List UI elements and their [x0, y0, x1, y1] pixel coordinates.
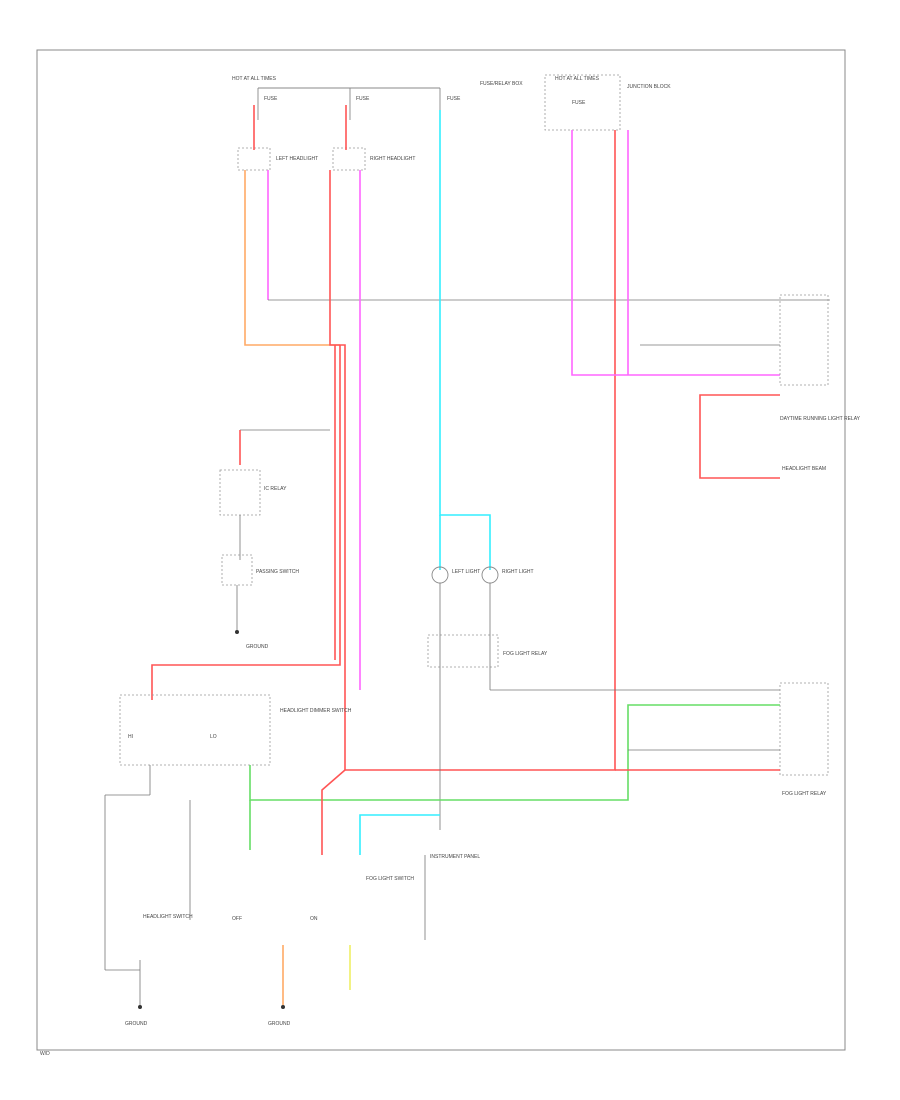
- on-label: ON: [310, 916, 318, 922]
- daytime-relay-box: [779, 294, 829, 386]
- left-headlight-box: [237, 147, 271, 171]
- fuse-label-2: FUSE: [356, 96, 370, 102]
- corner-tag: W/D: [40, 1051, 50, 1057]
- ic-relay-box: [219, 469, 261, 516]
- hot-at-all-times-label-1: HOT AT ALL TIMES: [232, 76, 277, 82]
- fuse-label-3: FUSE: [447, 96, 461, 102]
- ground-label-3: GROUND: [268, 1021, 291, 1027]
- red-wire-main: [329, 130, 616, 771]
- fuse-box-2: [544, 74, 621, 131]
- headlight-beam-label: HEADLIGHT BEAM: [782, 466, 826, 472]
- ic-relay-label: IC RELAY: [264, 486, 287, 492]
- cyan-wire: [439, 110, 491, 570]
- fuse-label-4: FUSE: [572, 100, 586, 106]
- fog-light-relay-label-2: FOG LIGHT RELAY: [782, 791, 827, 797]
- daytime-relay-label: DAYTIME RUNNING LIGHT RELAY: [780, 416, 861, 422]
- headlight-dimmer-switch-label: HEADLIGHT DIMMER SWITCH: [280, 708, 352, 714]
- instrument-panel-label: INSTRUMENT PANEL: [430, 854, 480, 860]
- headlight-switch-label: HEADLIGHT SWITCH: [143, 914, 193, 920]
- passing-switch-box: [221, 554, 253, 586]
- ground-label-1: GROUND: [246, 644, 269, 650]
- fog-light-switch-label: FOG LIGHT SWITCH: [366, 876, 414, 882]
- fuse-label-1: FUSE: [264, 96, 278, 102]
- fog-light-relay-label: FOG LIGHT RELAY: [503, 651, 548, 657]
- right-headlight-box: [332, 147, 366, 171]
- off-label: OFF: [232, 916, 242, 922]
- passing-switch-label: PASSING SWITCH: [256, 569, 299, 575]
- red-wire-secondary: [151, 345, 341, 700]
- left-headlight-label: LEFT HEADLIGHT: [276, 156, 318, 162]
- headlight-dimmer-switch-box: [119, 694, 271, 766]
- fog-light-relay-box-2: [779, 682, 829, 776]
- cyan-wire-bottom: [359, 814, 440, 855]
- fuse-relay-box-label-1: FUSE/RELAY BOX: [480, 81, 523, 87]
- green-wire-right: [249, 704, 780, 801]
- orange-wire: [244, 170, 340, 346]
- hot-at-all-times-label-2: HOT AT ALL TIMES: [555, 76, 600, 82]
- pink-wire-right-side: [571, 130, 780, 376]
- fog-light-relay-box: [427, 634, 499, 668]
- red-wire-right-loop: [699, 394, 780, 479]
- left-light-label: LEFT LIGHT: [452, 569, 480, 575]
- red-wire-bottom: [321, 769, 346, 855]
- right-light-label: RIGHT LIGHT: [502, 569, 534, 575]
- right-headlight-label: RIGHT HEADLIGHT: [370, 156, 415, 162]
- ground-label-2: GROUND: [125, 1021, 148, 1027]
- diagram-frame: [36, 49, 846, 1051]
- fuse-relay-box-label-2: JUNCTION BLOCK: [627, 84, 671, 90]
- hi-label: HI: [128, 734, 133, 740]
- lo-label: LO: [210, 734, 217, 740]
